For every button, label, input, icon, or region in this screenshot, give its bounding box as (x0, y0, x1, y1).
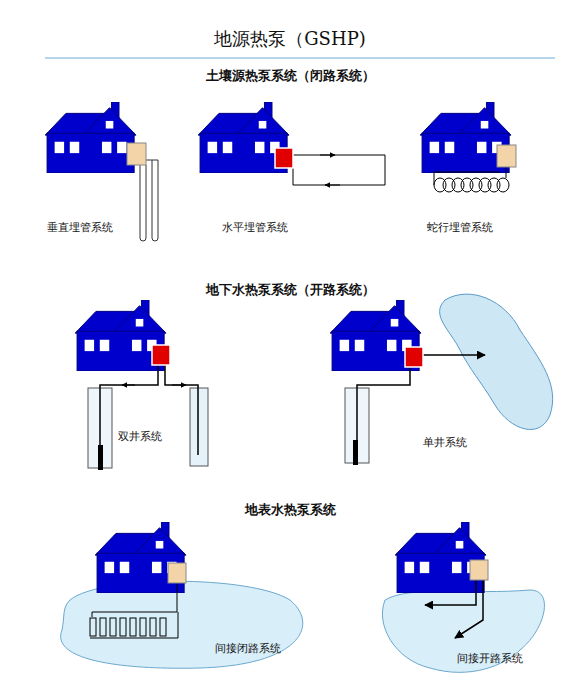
water-pipe (425, 580, 476, 605)
system-label: 蛇行埋管系统 (427, 221, 493, 234)
vertical-pipe (140, 160, 158, 241)
heat-pump (152, 345, 170, 365)
flow-arrow (325, 185, 340, 186)
system-label: 间接开路系统 (457, 652, 523, 665)
system-label: 水平埋管系统 (222, 221, 288, 234)
flow-arrow (122, 385, 135, 386)
pond-coil (90, 618, 166, 636)
section-heading: 土壤源热泵系统（闭路系统） (206, 68, 375, 84)
heat-pump (405, 347, 423, 367)
pond (382, 590, 544, 672)
system-label: 间接闭路系统 (215, 642, 281, 655)
horizontal-pipe (293, 155, 385, 185)
system-label: 单井系统 (423, 436, 467, 449)
flow-arrow (172, 385, 186, 386)
heat-pump (127, 143, 146, 165)
house (95, 522, 186, 593)
section-heading: 地下水热泵系统（开路系统） (206, 282, 375, 298)
well (190, 388, 208, 466)
heat-pump (470, 560, 488, 580)
water-pipe (423, 354, 485, 356)
pond-pipe (90, 583, 178, 638)
house (395, 522, 486, 593)
system-label: 双井系统 (118, 430, 162, 443)
heat-pump (275, 148, 293, 168)
water-pipe (357, 367, 410, 440)
lake (440, 294, 553, 429)
pump (98, 445, 103, 470)
flow-arrow (320, 155, 335, 156)
water-pipe (165, 365, 198, 455)
slinky-coil (434, 178, 509, 192)
pump (353, 440, 358, 465)
house (45, 102, 136, 173)
pond (61, 581, 303, 668)
heat-pump (497, 145, 516, 167)
water-pipe (455, 580, 483, 638)
coil-pipe (434, 165, 506, 185)
system-label: 垂直埋管系统 (47, 221, 113, 234)
diagram-title: 地源热泵（GSHP) (214, 28, 366, 50)
section-heading: 地表水热泵系统 (245, 502, 336, 518)
heat-pump (168, 563, 186, 583)
title-rule (45, 57, 555, 59)
